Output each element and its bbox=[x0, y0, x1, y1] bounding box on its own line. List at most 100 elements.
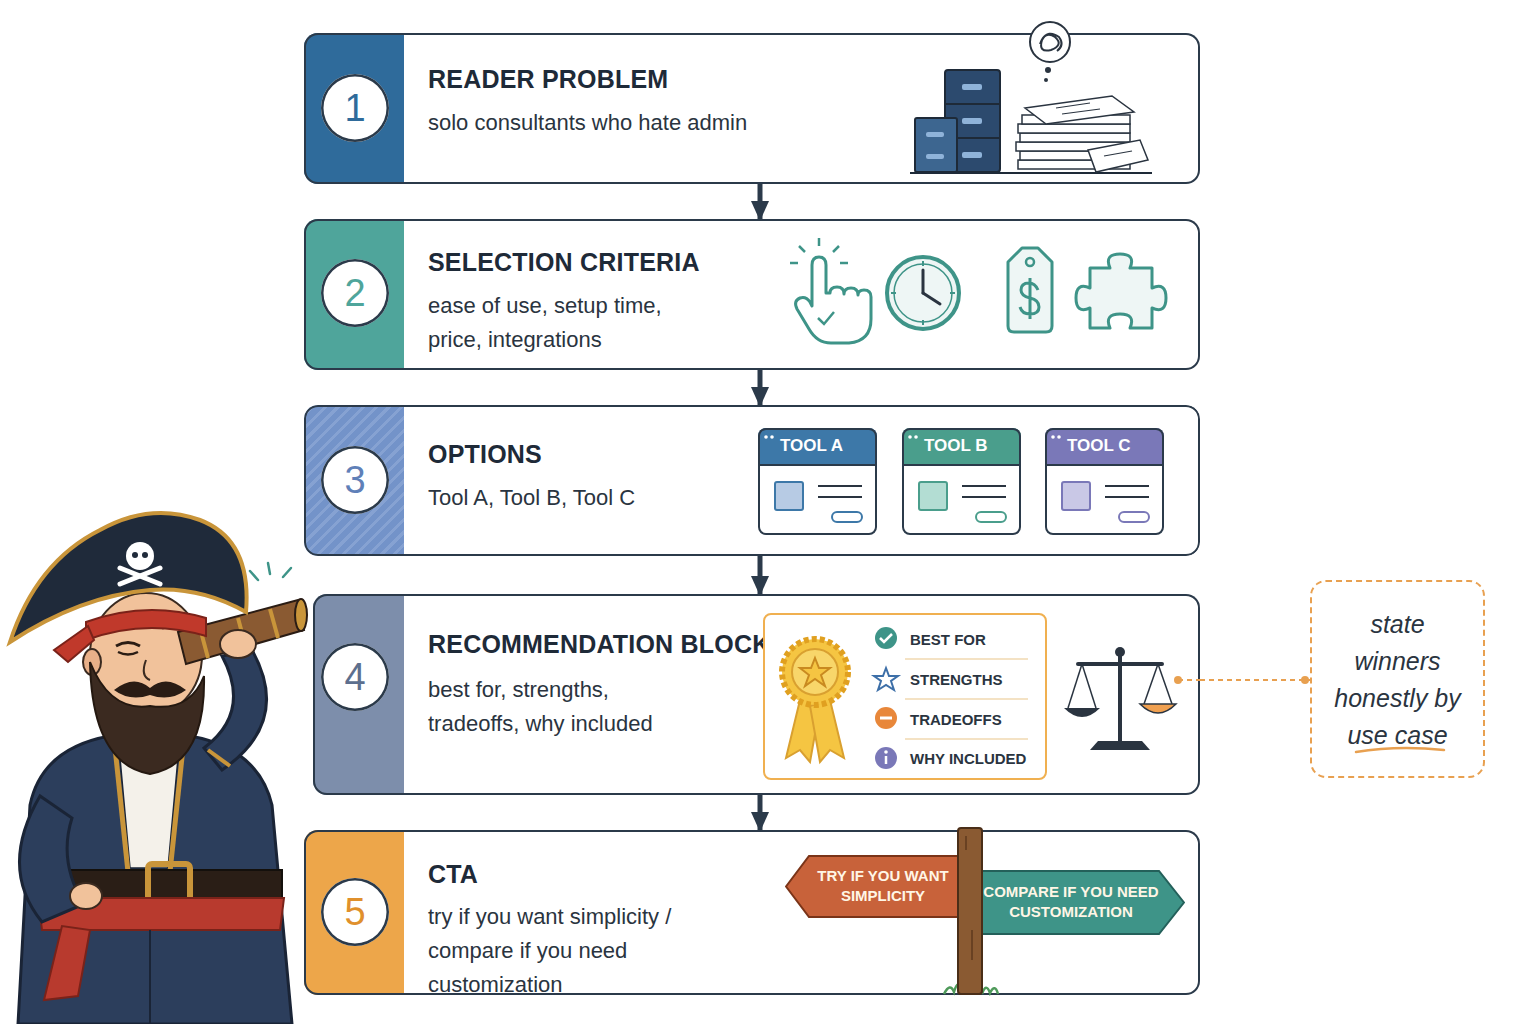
sign-shape bbox=[975, 870, 1185, 935]
tool-card: TOOL C bbox=[1045, 428, 1164, 535]
spyglass-sparkles bbox=[250, 563, 291, 580]
click-hand-icon-part bbox=[833, 246, 839, 252]
pirate-illustration-part bbox=[162, 625, 188, 630]
paper-stack-icon-part bbox=[1018, 160, 1130, 169]
flow-arrow bbox=[758, 370, 763, 405]
balance-scale-icon-part bbox=[1090, 741, 1150, 750]
step-title: SELECTION CRITERIA bbox=[428, 246, 988, 278]
flow-arrow bbox=[758, 556, 763, 594]
sign-text: TRY IF YOU WANT SIMPLICITY bbox=[807, 866, 959, 906]
tool-label: TOOL A bbox=[780, 436, 875, 456]
step-description: best for, strengths, tradeoffs, why incl… bbox=[428, 673, 678, 741]
clock-icon-part bbox=[922, 261, 924, 266]
clock-icon-part bbox=[894, 264, 952, 322]
step-box: READER PROBLEMsolo consultants who hate … bbox=[304, 33, 1200, 184]
paper-stack-icon-part bbox=[1020, 133, 1130, 142]
pirate-illustration-part bbox=[118, 736, 180, 868]
signpost-pole-part bbox=[958, 828, 982, 994]
step-number-circle: 5 bbox=[321, 878, 389, 946]
paper-stack-icon-part bbox=[1020, 151, 1130, 160]
spyglass-sparkles-part bbox=[268, 563, 270, 574]
click-hand-icon-part bbox=[790, 262, 798, 265]
paper-stack-icon-part bbox=[1022, 115, 1130, 124]
step-number: 3 bbox=[321, 446, 389, 514]
clock-icon bbox=[887, 257, 959, 329]
recommendation-panel: BEST FORSTRENGTHSTRADEOFFSWHY INCLUDED bbox=[763, 613, 1047, 780]
pirate-illustration-part bbox=[270, 609, 278, 638]
tool-card-art-part bbox=[1105, 485, 1149, 487]
spyglass-sparkles-part bbox=[250, 571, 258, 580]
criteria-item: STRENGTHS bbox=[910, 671, 1040, 689]
pirate-illustration-part bbox=[120, 568, 160, 584]
step-number: 4 bbox=[321, 643, 389, 711]
paper-stack-icon-part bbox=[1088, 140, 1148, 172]
click-hand-icon-part bbox=[818, 312, 834, 324]
signpost-pole-part bbox=[944, 984, 998, 994]
balance-scale-icon-part bbox=[1115, 647, 1125, 657]
pirate-illustration-part bbox=[238, 618, 246, 648]
pirate-illustration-part bbox=[70, 883, 102, 909]
balance-scale-icon-part bbox=[1144, 664, 1158, 704]
step-title: CTA bbox=[428, 858, 728, 890]
pirate-illustration-part bbox=[18, 736, 292, 1024]
step-box: RECOMMENDATION BLOCKbest for, strengths,… bbox=[313, 594, 1200, 795]
award-rosette-part bbox=[810, 700, 844, 762]
pirate-illustration-part bbox=[144, 660, 150, 680]
balance-scale-icon-part bbox=[1068, 664, 1082, 708]
signpost-pole-part bbox=[965, 836, 967, 850]
pirate-illustration-part bbox=[90, 593, 202, 717]
step-number-circle: 2 bbox=[321, 259, 389, 327]
pirate-illustration-part bbox=[30, 900, 31, 1024]
step-number-circle: 1 bbox=[321, 74, 389, 142]
paper-stack-icon-part bbox=[1104, 151, 1132, 156]
criteria-item-icons-part bbox=[880, 717, 892, 720]
criteria-item-icons bbox=[874, 627, 1028, 769]
step-title: READER PROBLEM bbox=[428, 63, 988, 95]
file-cabinet-icon-part bbox=[945, 137, 1000, 139]
pirate-illustration-part bbox=[10, 513, 247, 642]
price-tag-icon-part bbox=[1020, 278, 1039, 319]
flow-arrow bbox=[758, 795, 763, 830]
paper-stack-icon-part bbox=[1056, 103, 1090, 108]
tool-card-art-part bbox=[775, 482, 803, 510]
criteria-item-icons-part bbox=[905, 658, 1028, 660]
clock-icon-part bbox=[922, 270, 925, 293]
file-cabinet-icon-part bbox=[962, 84, 982, 90]
pirate-illustration-part bbox=[208, 750, 230, 766]
tool-card-art-part bbox=[1051, 435, 1055, 439]
paper-stack-icon-part bbox=[1025, 96, 1134, 124]
file-cabinet-icon-part bbox=[962, 152, 982, 158]
pirate-illustration-part bbox=[178, 600, 304, 664]
criteria-item: BEST FOR bbox=[910, 631, 1040, 649]
pirate-illustration-part bbox=[148, 864, 190, 904]
tool-card-art-part bbox=[1119, 512, 1149, 522]
leader-dots-part bbox=[1178, 679, 1200, 681]
stress-scribble-part bbox=[1045, 67, 1051, 73]
pirate-illustration-part bbox=[86, 610, 206, 640]
balance-scale-icon-part bbox=[1078, 662, 1162, 666]
price-tag-icon-part bbox=[1026, 258, 1034, 266]
tool-card-art-part bbox=[832, 512, 862, 522]
file-cabinet-icon-part bbox=[945, 70, 1000, 172]
pirate-illustration-part bbox=[132, 552, 138, 558]
tool-card-art-part bbox=[818, 485, 862, 487]
price-tag-icon-part bbox=[1008, 248, 1052, 332]
tool-card-art-part bbox=[919, 482, 947, 510]
leader-dots-part bbox=[1174, 676, 1182, 684]
pirate-illustration-part bbox=[142, 552, 148, 558]
flow-arrow bbox=[758, 184, 763, 219]
pirate-illustration-part bbox=[83, 649, 101, 675]
pirate-illustration-part bbox=[295, 599, 307, 631]
criteria-item-icons-part bbox=[880, 634, 892, 642]
puzzle-icon-part bbox=[1076, 254, 1166, 328]
tool-card-art-part bbox=[962, 485, 1006, 487]
tool-card: TOOL B bbox=[902, 428, 1021, 535]
step-box: OPTIONSTool A, Tool B, Tool C3TOOL ATOOL… bbox=[304, 405, 1200, 556]
sign-board bbox=[786, 856, 964, 917]
signpost-pole bbox=[944, 828, 998, 994]
pirate-illustration-part bbox=[44, 926, 90, 1000]
pirate-illustration-part bbox=[204, 650, 267, 770]
spyglass-sparkles-part bbox=[283, 568, 291, 577]
award-rosette bbox=[782, 639, 848, 762]
